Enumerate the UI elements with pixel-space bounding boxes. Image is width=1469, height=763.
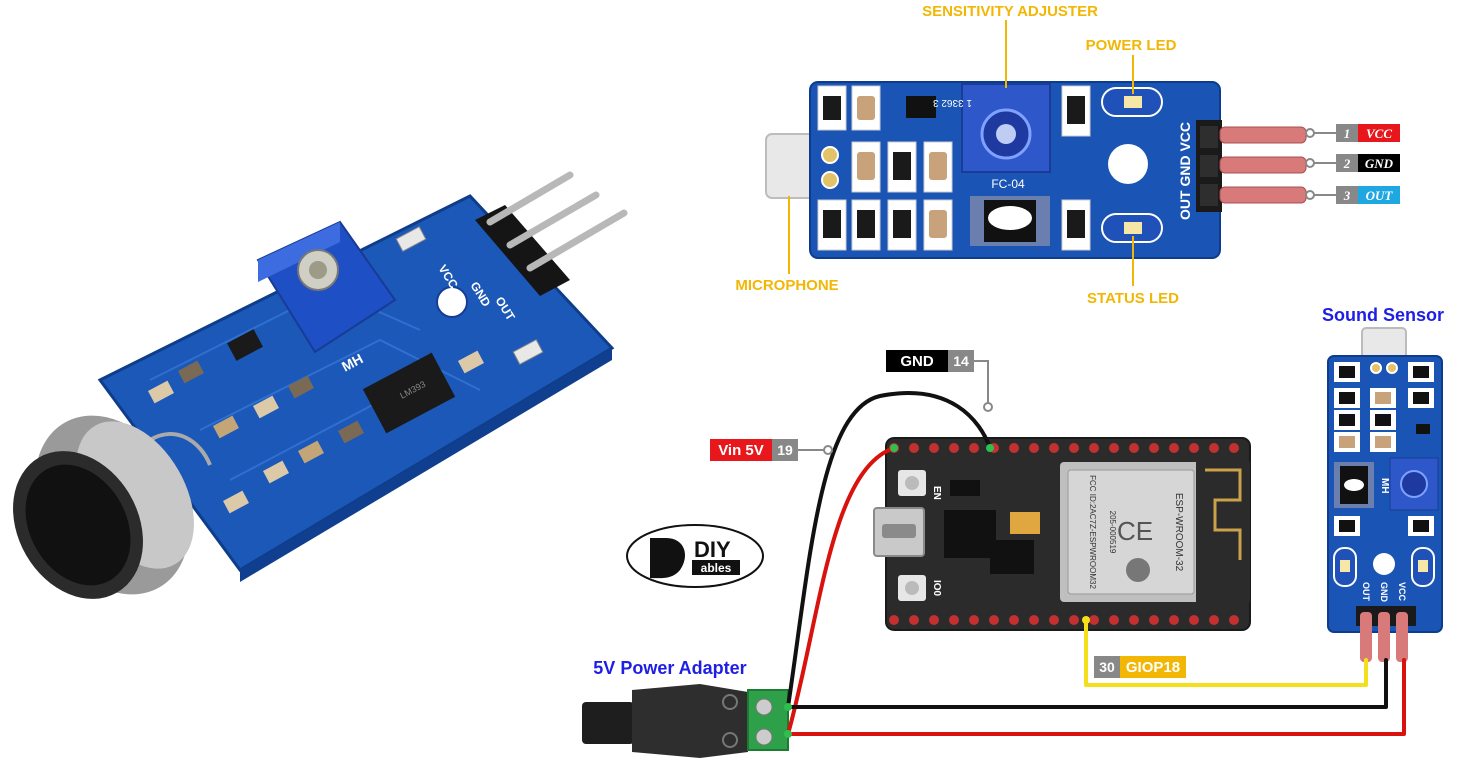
photo-ic-chip: LM393 (362, 352, 456, 434)
callout-power-led: POWER LED (1086, 37, 1177, 54)
module-pot-label: 1 3362 3 (933, 97, 972, 108)
photo-potentiometer (256, 220, 397, 354)
pin-tag-vcc: 1 VCC (1305, 124, 1400, 142)
power-adapter (582, 684, 789, 758)
photo-power-led (395, 226, 427, 252)
sound-sensor-title: Sound Sensor (1322, 305, 1444, 325)
espressif-logo (1126, 558, 1150, 582)
module-header-label: OUT GND VCC (1177, 122, 1193, 220)
pin-num-2: 2 (1343, 156, 1351, 171)
esp32-io0-label: IO0 (931, 580, 942, 597)
photo-mount-hole (436, 286, 468, 318)
wire-signal (1084, 618, 1368, 687)
ce-mark: CE (1117, 516, 1153, 546)
wires (784, 391, 1406, 738)
esp32-board: EN IO0 ESP-WROOM-32 FCC ID:2AC7Z-ESPWROO… (873, 437, 1251, 631)
callout-status-led: STATUS LED (1087, 290, 1179, 307)
tag-gnd-name: GND (900, 353, 934, 370)
tag-gpio-name: GIOP18 (1126, 659, 1180, 676)
photo-pin-header (475, 171, 628, 296)
callout-sensitivity-adjuster: SENSITIVITY ADJUSTER (922, 3, 1098, 20)
sensor-mh-label: MH (1379, 478, 1390, 494)
module-ic-chip: FC-04 (970, 177, 1050, 246)
tag-vin-num: 19 (777, 442, 793, 458)
sensor-smd-parts (1334, 362, 1434, 536)
sensor-photo: LM393 MH VCC GND OUT (13, 171, 628, 599)
pin-tag-out: 3 OUT (1305, 186, 1400, 204)
module-mount-hole (1108, 144, 1148, 184)
pin-name-out: OUT (1366, 188, 1394, 203)
sensor-pin-gnd-label: GND (1379, 582, 1389, 603)
tag-gnd-14: GND 14 (886, 350, 993, 412)
logo-ables-text: ables (701, 561, 732, 575)
pin-num-3: 3 (1343, 188, 1351, 203)
pin-name-vcc: VCC (1366, 126, 1392, 141)
sensor-pin-vcc-label: VCC (1397, 582, 1407, 602)
esp32-fcc-label: FCC ID:2AC7Z-ESPWROOM32 (1088, 475, 1097, 589)
sensor-pin-out-label: OUT (1361, 582, 1371, 602)
power-adapter-title: 5V Power Adapter (593, 658, 746, 678)
diyables-logo: DIY ables (626, 524, 764, 588)
pin-num-1: 1 (1344, 126, 1351, 141)
esp32-en-label: EN (931, 486, 942, 500)
tag-vin-name: Vin 5V (718, 442, 764, 459)
logo-diy-text: DIY (694, 537, 731, 562)
pin-name-gnd: GND (1365, 156, 1394, 171)
module-board-label: FC-04 (991, 177, 1025, 191)
esp32-bottom-pins (889, 615, 1239, 625)
module-logo-badge (988, 206, 1032, 230)
wire-vcc-sensor (786, 658, 1406, 736)
photo-microphone (13, 415, 212, 599)
photo-status-led (512, 339, 544, 365)
pin-color-out (1358, 186, 1400, 204)
tag-vin-19: Vin 5V 19 (710, 439, 833, 461)
pin-color-gnd (1358, 154, 1400, 172)
module-diagram: 1 3362 3 FC-04 OUT GND VCC (735, 3, 1400, 307)
esp32-r-label: 205-000519 (1108, 511, 1117, 554)
photo-smd-parts (148, 329, 484, 514)
esp32-module-label: ESP-WROOM-32 (1173, 493, 1184, 572)
wire-gnd-sensor (786, 658, 1388, 709)
pin-color-vcc (1358, 124, 1400, 142)
esp32-wroom-module: ESP-WROOM-32 FCC ID:2AC7Z-ESPWROOM32 205… (1060, 462, 1250, 602)
tag-gpio18: 30 GIOP18 (1094, 656, 1186, 678)
wire-vin-esp (786, 446, 896, 736)
pin-tag-gnd: 2 GND (1305, 154, 1400, 172)
module-smd-parts (817, 85, 1091, 251)
module-potentiometer: 1 3362 3 (933, 83, 1051, 173)
tag-gpio-num: 30 (1099, 659, 1115, 675)
sound-sensor-module: MH OUT GND VCC (1327, 327, 1443, 662)
tag-gnd-num: 14 (953, 353, 969, 369)
wire-gnd-esp (786, 391, 992, 709)
callout-microphone: MICROPHONE (735, 277, 838, 294)
